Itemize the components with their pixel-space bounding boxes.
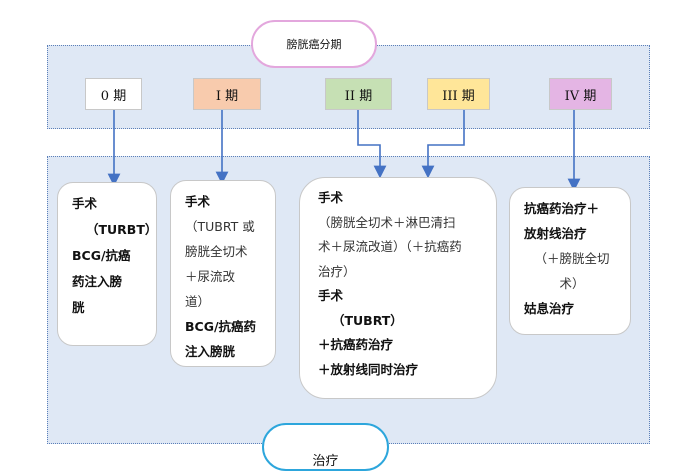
- treatment-line: 术）: [559, 276, 585, 291]
- stage-3-box: III 期: [427, 78, 490, 110]
- treatment-title: 治疗: [312, 453, 339, 469]
- treatment-line: 抗癌药治疗＋: [524, 201, 600, 216]
- treatment-line: （膀胱全切术＋淋巴清扫: [318, 214, 456, 230]
- treatment-line: 膀胱全切术: [185, 244, 248, 259]
- treatment-line: 姑息治疗: [524, 301, 575, 316]
- staging-title-pill: 膀胱癌分期: [251, 20, 377, 68]
- treatment-line: BCG/抗癌药: [185, 319, 257, 334]
- treatment-box-stage-4: 抗癌药治疗＋ 放射线治疗 （＋膀胱全切 术） 姑息治疗: [509, 187, 631, 335]
- treatment-line: 胱: [72, 300, 85, 315]
- treatment-box-stage-1: 手术 （TUBRT 或 膀胱全切术 ＋尿流改 道） BCG/抗癌药 注入膀胱: [170, 180, 276, 367]
- arrow-stage-2: [357, 110, 387, 179]
- arrow-stage-3: [421, 110, 465, 179]
- treatment-line: BCG/抗癌: [72, 248, 131, 263]
- treatment-line: （TUBRT）: [332, 312, 403, 328]
- treatment-line: 手术: [185, 194, 211, 209]
- treatment-line: （＋膀胱全切: [534, 251, 610, 266]
- stage-0-box: 0 期: [85, 78, 142, 110]
- treatment-box-stage-0: 手术 （TURBT） BCG/抗癌 药注入膀 胱: [57, 182, 157, 346]
- treatment-line: 术＋尿流改道）（＋抗癌药: [318, 239, 462, 254]
- treatment-line: 注入膀胱: [185, 344, 236, 359]
- treatment-line: （TUBRT 或: [185, 219, 255, 234]
- treatment-line: 道）: [185, 294, 211, 309]
- treatment-line: ＋尿流改: [185, 269, 236, 284]
- stage-4-box: IV 期: [549, 78, 612, 110]
- treatment-box-stage-2-3: 手术 （膀胱全切术＋淋巴清扫 术＋尿流改道）（＋抗癌药 治疗） 手术 （TUBR…: [299, 177, 497, 399]
- stage-2-box: II 期: [325, 78, 392, 110]
- stage-1-box: I 期: [193, 78, 261, 110]
- treatment-line: 治疗）: [318, 263, 356, 279]
- treatment-line: 手术: [318, 190, 344, 205]
- treatment-line: 手术: [318, 288, 344, 303]
- treatment-line: 放射线治疗: [524, 226, 587, 241]
- treatment-line: ＋放射线同时治疗: [318, 361, 419, 377]
- treatment-line: ＋抗癌药治疗: [318, 337, 394, 352]
- treatment-title-pill: 治疗: [262, 423, 389, 471]
- treatment-line: （TURBT）: [86, 222, 157, 237]
- treatment-line: 手术: [72, 196, 98, 211]
- staging-title: 膀胱癌分期: [286, 38, 342, 51]
- treatment-line: 药注入膀: [72, 274, 123, 289]
